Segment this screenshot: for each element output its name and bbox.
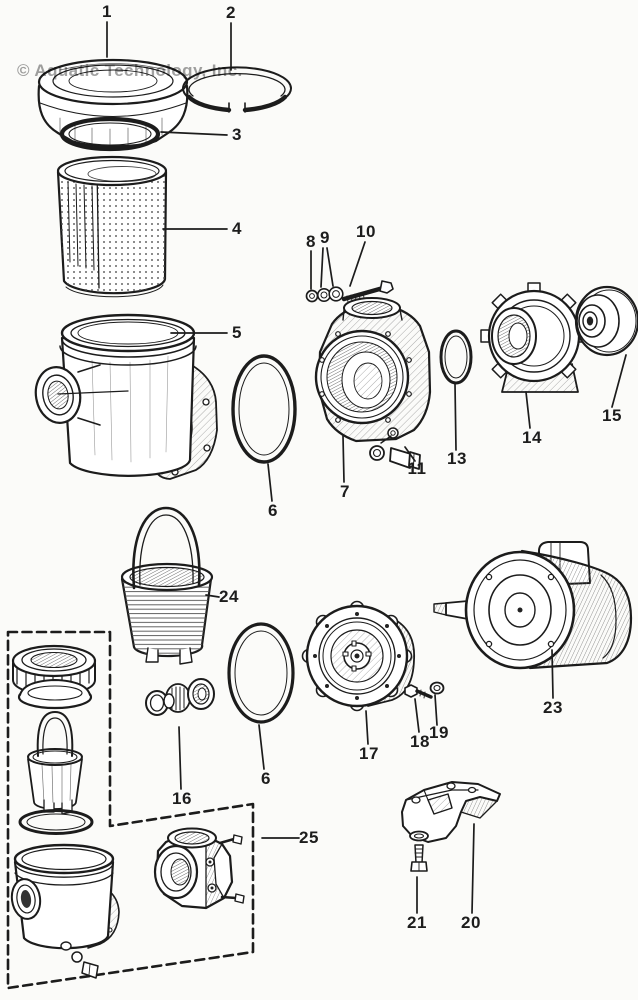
leader-24 <box>205 594 220 598</box>
callout-24: 24 <box>219 587 239 606</box>
leader-7 <box>342 435 345 483</box>
part-15-impeller <box>574 285 638 357</box>
part-6-o-ring-lower <box>227 622 295 724</box>
callout-18: 18 <box>410 732 430 751</box>
part-9-washers <box>316 286 344 302</box>
part-6-o-ring-upper <box>231 354 297 464</box>
callout-3: 3 <box>232 125 242 144</box>
part-5-pump-pot <box>34 313 218 480</box>
callout-23: 23 <box>543 698 563 717</box>
part-11-drain-plug <box>369 435 421 470</box>
leader-lines <box>106 21 627 914</box>
leader-19 <box>434 694 438 726</box>
callout-25: 25 <box>299 828 319 847</box>
part-1-pump-lid <box>37 58 189 148</box>
part-13-o-ring <box>439 329 473 385</box>
leader-6-upper <box>267 463 273 502</box>
part-7-pump-housing <box>314 297 432 443</box>
callout-15: 15 <box>602 406 622 425</box>
callout-13: 13 <box>447 449 467 468</box>
callout-9: 9 <box>320 228 330 247</box>
callout-20: 20 <box>461 913 481 932</box>
callout-8: 8 <box>306 232 316 251</box>
part-25-o-ring <box>18 809 94 835</box>
leader-23 <box>551 649 554 699</box>
part-14-seal-plate <box>480 282 588 393</box>
part-2-clamp-band <box>182 66 292 113</box>
leader-14 <box>525 391 531 429</box>
leader-13 <box>454 383 457 451</box>
part-25-kit-outline <box>6 630 255 990</box>
part-3-lid-o-ring <box>59 116 161 152</box>
callout-7: 7 <box>340 482 350 501</box>
callout-6-lower: 6 <box>261 769 271 788</box>
part-21-bolt <box>409 830 429 872</box>
part-25-basket <box>27 711 83 815</box>
callout-16: 16 <box>172 789 192 808</box>
part-19-washer <box>429 681 445 695</box>
leader-15 <box>611 354 627 408</box>
leader-18 <box>414 698 420 733</box>
leader-17 <box>365 710 369 745</box>
leader-10 <box>349 241 366 287</box>
leader-11 <box>404 446 416 462</box>
leader-16 <box>178 726 182 790</box>
part-23-motor <box>433 541 633 670</box>
leader-9b <box>326 247 334 287</box>
part-25-lid <box>17 679 93 710</box>
leader-6-lower <box>258 724 265 770</box>
callout-21: 21 <box>407 913 427 932</box>
part-18-bolt <box>404 684 433 699</box>
callout-1: 1 <box>102 2 112 21</box>
callout-5: 5 <box>232 323 242 342</box>
callout-6-upper: 6 <box>268 501 278 520</box>
part-17-volute-assembly <box>301 600 415 712</box>
callout-14: 14 <box>522 428 542 447</box>
callout-19: 19 <box>429 723 449 742</box>
callout-2: 2 <box>226 3 236 22</box>
callout-10: 10 <box>356 222 376 241</box>
leader-3 <box>160 131 228 136</box>
part-25-adapter-volute <box>153 827 245 910</box>
callout-4: 4 <box>232 219 242 238</box>
part-24-basket-with-handle <box>120 506 214 665</box>
part-10-bolt <box>341 280 394 303</box>
callout-11: 11 <box>407 459 427 478</box>
callout-17: 17 <box>359 744 379 763</box>
part-20-mounting-bracket <box>401 781 501 843</box>
part-16-shaft-seal <box>145 678 215 716</box>
part-4-strainer-basket <box>56 155 168 298</box>
leader-9a <box>320 247 324 288</box>
part-25-pot <box>10 843 120 979</box>
part-8-nut <box>305 289 319 303</box>
leader-20 <box>471 823 475 914</box>
